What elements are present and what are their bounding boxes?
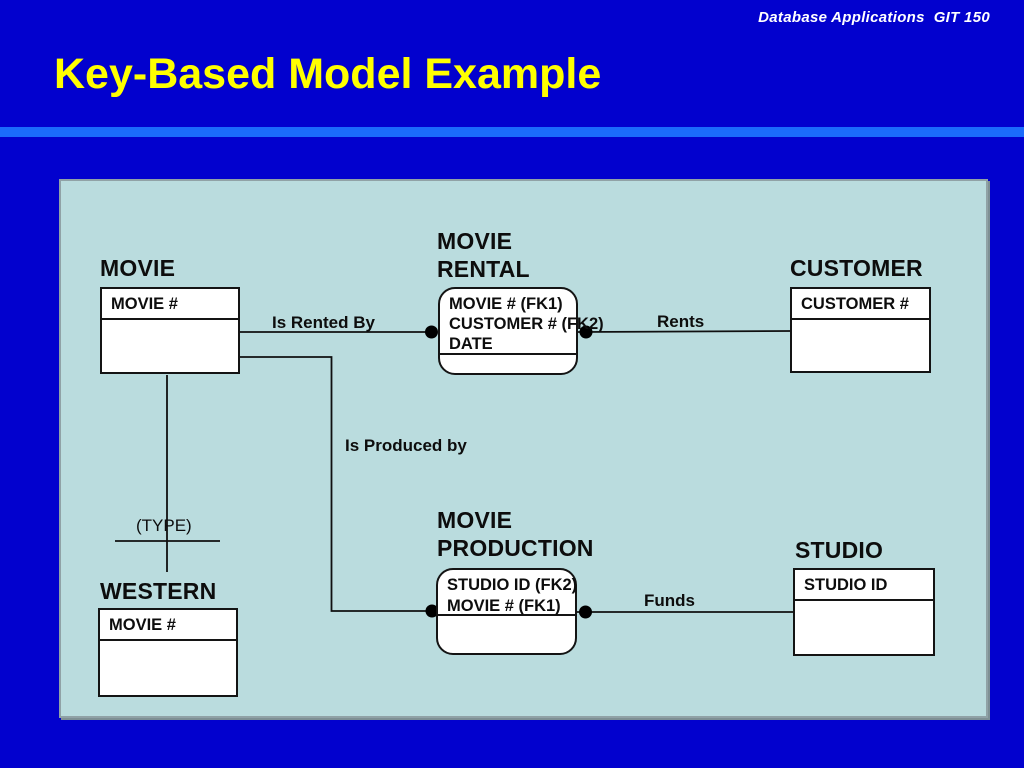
entity-box-western: MOVIE # (98, 608, 238, 697)
course-header: Database Applications GIT 150 (758, 9, 990, 26)
data-compartment (100, 641, 236, 695)
key-compartment: MOVIE # (102, 289, 238, 320)
title-divider (0, 127, 1024, 137)
entity-box-movie-rental: MOVIE # (FK1) CUSTOMER # (FK2) DATE (438, 287, 604, 375)
attribute: CUSTOMER # (FK2) (449, 315, 604, 333)
relationship-label-is-produced-by: Is Produced by (345, 436, 467, 455)
entity-title-movie-rental: MOVIE RENTAL (437, 228, 530, 282)
data-compartment (438, 616, 575, 653)
attribute: MOVIE # (111, 295, 178, 313)
subtype-discriminator-label: (TYPE) (136, 516, 192, 535)
entity-title-customer: CUSTOMER (790, 255, 923, 281)
key-compartment: STUDIO ID (795, 570, 933, 601)
key-compartment: CUSTOMER # (792, 289, 929, 320)
relationship-label-rents: Rents (657, 312, 705, 331)
attribute: STUDIO ID (804, 576, 888, 594)
data-compartment (102, 320, 238, 372)
key-compartment: MOVIE # (FK1) CUSTOMER # (FK2) DATE (440, 289, 604, 355)
attribute: MOVIE # (FK1) (447, 597, 561, 615)
data-compartment (795, 601, 933, 654)
attribute: CUSTOMER # (801, 295, 909, 313)
entity-box-movie: MOVIE # (100, 287, 240, 374)
entity-title-movie: MOVIE (100, 255, 176, 281)
page-title: Key-Based Model Example (54, 50, 602, 98)
attribute: MOVIE # (FK1) (449, 295, 563, 313)
entity-title-movie-production: MOVIE PRODUCTION (437, 507, 594, 561)
data-compartment (792, 320, 929, 371)
relationship-label-is-rented-by: Is Rented By (272, 313, 375, 332)
entity-title-studio: STUDIO (795, 537, 884, 563)
entity-box-customer: CUSTOMER # (790, 287, 931, 373)
key-compartment: STUDIO ID (FK2) MOVIE # (FK1) (438, 570, 578, 616)
entity-title-western: WESTERN (100, 578, 217, 604)
entity-box-studio: STUDIO ID (793, 568, 935, 656)
entity-box-movie-production: STUDIO ID (FK2) MOVIE # (FK1) (436, 568, 577, 655)
key-compartment: MOVIE # (100, 610, 236, 641)
attribute: DATE (449, 335, 493, 353)
data-compartment (440, 355, 576, 373)
relationship-label-funds: Funds (644, 591, 695, 610)
attribute: STUDIO ID (FK2) (447, 576, 578, 594)
attribute: MOVIE # (109, 616, 176, 634)
